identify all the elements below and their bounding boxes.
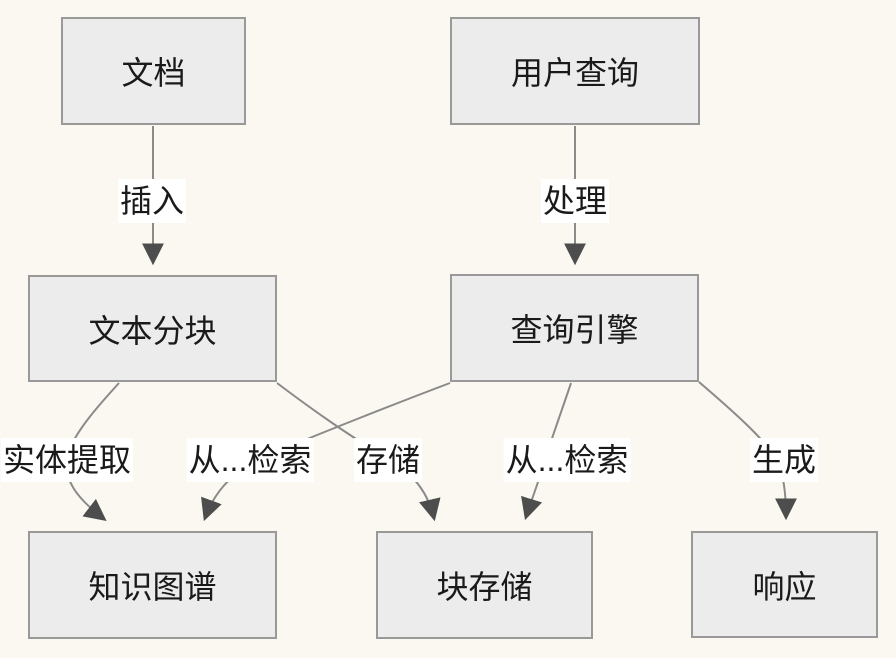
edge-label-process: 处理 <box>540 179 610 223</box>
node-document: 文档 <box>61 17 246 125</box>
node-user-query: 用户查询 <box>450 17 700 125</box>
node-chunk-storage: 块存储 <box>376 531 593 639</box>
edge-label-insert: 插入 <box>117 179 187 223</box>
edge-label-generate: 生成 <box>749 438 819 482</box>
edge-label-retrieve-from-store: 从...检索 <box>503 438 631 482</box>
edge-label-retrieve-from-kg: 从...检索 <box>186 438 314 482</box>
node-query-engine: 查询引擎 <box>450 274 699 382</box>
edge-label-entity-extraction: 实体提取 <box>0 438 134 482</box>
node-text-chunking: 文本分块 <box>28 275 277 382</box>
node-knowledge-graph: 知识图谱 <box>28 531 277 639</box>
edge-label-store: 存储 <box>353 438 423 482</box>
node-response: 响应 <box>691 531 878 638</box>
